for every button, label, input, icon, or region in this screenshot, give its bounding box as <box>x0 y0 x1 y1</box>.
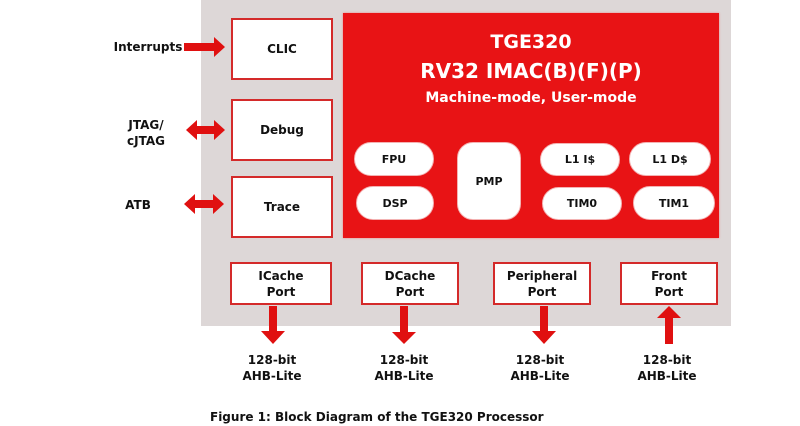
front-port: Front Port <box>620 262 718 305</box>
debug-label: Debug <box>260 123 304 137</box>
core-isa: RV32 IMAC(B)(F)(P) <box>420 59 642 83</box>
icache-port-label: ICache Port <box>258 268 304 299</box>
front-arrow <box>657 306 681 344</box>
jtag-arrow <box>186 120 225 140</box>
clic-label: CLIC <box>267 42 297 56</box>
pmp-label: PMP <box>475 174 503 188</box>
peripheral-arrow <box>532 306 556 344</box>
icache-bus-label: 128-bit AHB-Lite <box>242 353 302 383</box>
front-port-label: Front Port <box>651 268 687 299</box>
tim0-unit: TIM0 <box>542 187 622 220</box>
pmp-unit: PMP <box>457 142 521 220</box>
trace-label: Trace <box>263 200 301 214</box>
peripheral-port: Peripheral Port <box>493 262 591 305</box>
tim1-label: TIM1 <box>658 196 690 210</box>
tim1-unit: TIM1 <box>633 186 715 220</box>
dsp-unit: DSP <box>356 186 434 220</box>
dcache-arrow <box>392 306 416 344</box>
debug-block: Debug <box>231 99 333 161</box>
core-name: TGE320 <box>490 31 572 53</box>
clic-block: CLIC <box>231 18 333 80</box>
dsp-label: DSP <box>382 196 408 210</box>
tim0-label: TIM0 <box>566 197 598 210</box>
dcache-port-label: DCache Port <box>384 268 436 299</box>
fpu-label: FPU <box>381 152 407 166</box>
icache-port: ICache Port <box>230 262 332 305</box>
figure-caption: Figure 1: Block Diagram of the TGE320 Pr… <box>210 410 544 424</box>
interrupts-arrow <box>184 37 225 57</box>
icache-arrow <box>261 306 285 344</box>
l1-dcache-label: L1 D$ <box>652 152 688 166</box>
jtag-label: JTAG/ cJTAG <box>127 118 165 148</box>
cpu-core: TGE320 RV32 IMAC(B)(F)(P) Machine-mode, … <box>343 13 719 238</box>
peripheral-bus-label: 128-bit AHB-Lite <box>510 353 570 383</box>
trace-block: Trace <box>231 176 333 238</box>
core-modes: Machine-mode, User-mode <box>425 90 637 106</box>
dcache-bus-label: 128-bit AHB-Lite <box>374 353 434 383</box>
atb-label: ATB <box>125 198 151 212</box>
fpu-unit: FPU <box>354 142 434 176</box>
dcache-port: DCache Port <box>361 262 459 305</box>
l1-icache-label: L1 I$ <box>564 153 596 166</box>
l1-dcache-unit: L1 D$ <box>629 142 711 176</box>
l1-icache-unit: L1 I$ <box>540 143 620 176</box>
interrupts-label: Interrupts <box>113 40 183 54</box>
peripheral-port-label: Peripheral Port <box>506 268 578 299</box>
atb-arrow <box>184 194 224 214</box>
front-bus-label: 128-bit AHB-Lite <box>637 353 697 383</box>
